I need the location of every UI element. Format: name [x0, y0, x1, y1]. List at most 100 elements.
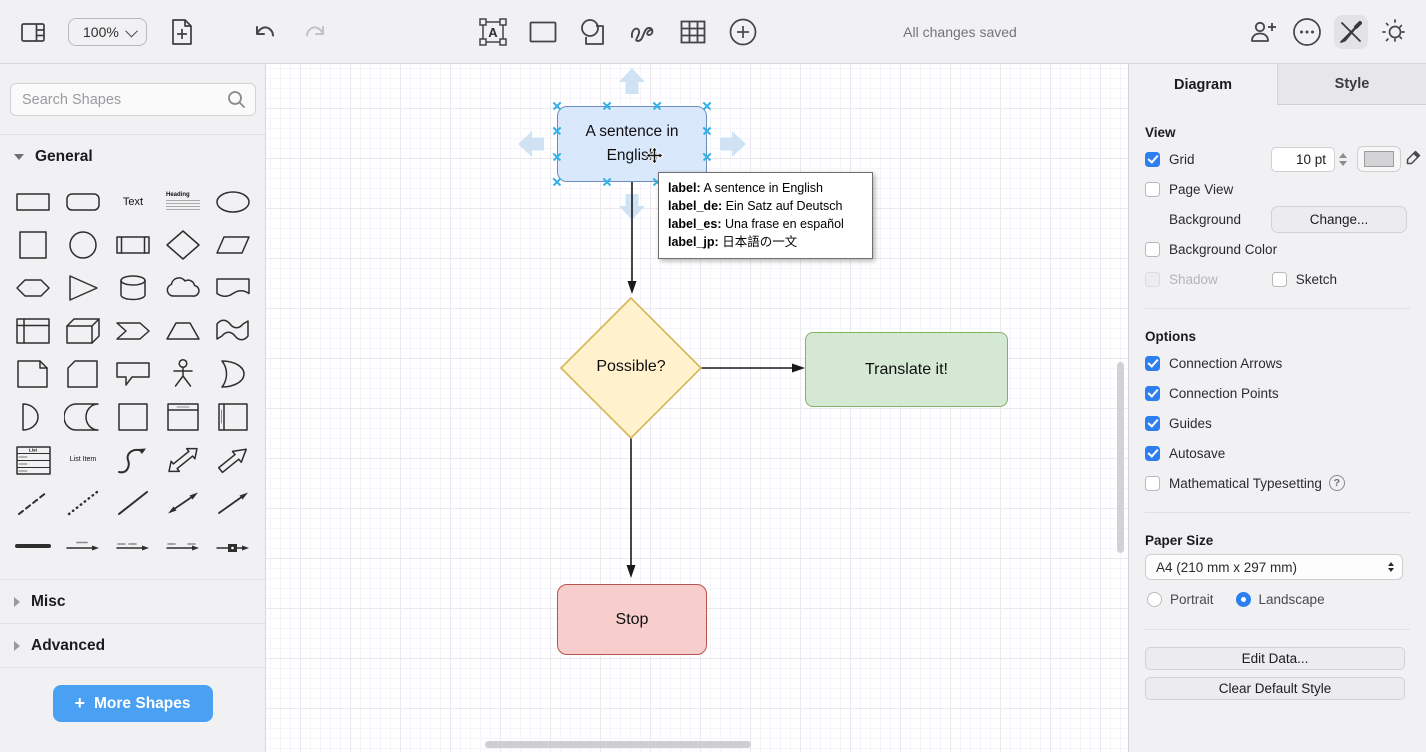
connection-point[interactable]	[552, 177, 562, 187]
shape-cloud[interactable]	[158, 266, 208, 309]
freehand-tool-icon[interactable]	[626, 15, 660, 49]
table-tool-icon[interactable]	[676, 15, 710, 49]
shape-link[interactable]	[8, 524, 58, 567]
connection-points-checkbox[interactable]	[1145, 385, 1160, 401]
autosave-checkbox[interactable]	[1145, 445, 1160, 461]
shape-process[interactable]	[108, 223, 158, 266]
shape-actor[interactable]	[158, 352, 208, 395]
shape-circle[interactable]	[58, 223, 108, 266]
shape-label-arrow[interactable]	[58, 524, 108, 567]
node-start[interactable]: A sentence in English	[557, 106, 707, 182]
clear-default-style-button[interactable]: Clear Default Style	[1145, 677, 1405, 700]
shape-note[interactable]	[8, 352, 58, 395]
shape-textbox[interactable]: Heading	[158, 180, 208, 223]
connection-arrows-checkbox[interactable]	[1145, 355, 1160, 371]
shape-double-label-arrow[interactable]	[158, 524, 208, 567]
shape-bidirectional-connector[interactable]	[158, 481, 208, 524]
rectangle-tool-icon[interactable]	[526, 15, 560, 49]
zoom-dropdown[interactable]: 100%	[68, 18, 147, 46]
vertical-scrollbar[interactable]	[1117, 362, 1124, 553]
insert-plus-icon[interactable]	[726, 15, 760, 49]
shape-parallelogram[interactable]	[208, 223, 258, 266]
section-advanced[interactable]: Advanced	[0, 623, 265, 667]
shape-list-item[interactable]: List Item	[69, 456, 97, 463]
guides-checkbox[interactable]	[1145, 415, 1160, 431]
undo-button[interactable]	[248, 15, 282, 49]
shape-and[interactable]	[8, 395, 58, 438]
paper-size-select[interactable]: A4 (210 mm x 297 mm)	[1145, 554, 1403, 580]
math-typesetting-checkbox[interactable]	[1145, 475, 1160, 491]
connection-point[interactable]	[552, 126, 562, 136]
shape-diamond[interactable]	[158, 223, 208, 266]
shape-trapezoid[interactable]	[158, 309, 208, 352]
text-tool-icon[interactable]: A	[476, 15, 510, 49]
shape-list[interactable]: List	[8, 438, 58, 481]
shape-document[interactable]	[208, 266, 258, 309]
background-color-checkbox[interactable]	[1145, 241, 1160, 257]
connection-point[interactable]	[702, 126, 712, 136]
connection-point[interactable]	[702, 152, 712, 162]
horizontal-scrollbar[interactable]	[485, 741, 751, 748]
tab-style[interactable]: Style	[1277, 64, 1426, 105]
sidebar-toggle-icon[interactable]	[16, 15, 50, 49]
shape-dashed-label-arrow[interactable]	[108, 524, 158, 567]
shape-container-title[interactable]	[158, 395, 208, 438]
more-options-icon[interactable]	[1290, 15, 1324, 49]
shape-line[interactable]	[108, 481, 158, 524]
shape-step[interactable]	[108, 309, 158, 352]
shape-square[interactable]	[8, 223, 58, 266]
connection-point[interactable]	[552, 101, 562, 111]
shape-container-vertical[interactable]	[208, 395, 258, 438]
grid-size-stepper[interactable]	[1339, 152, 1347, 166]
shape-card[interactable]	[58, 352, 108, 395]
connection-point[interactable]	[602, 101, 612, 111]
shape-arrow[interactable]	[208, 438, 258, 481]
node-translate[interactable]: Translate it!	[805, 332, 1008, 407]
sketch-checkbox[interactable]	[1271, 271, 1287, 287]
shapes-tool-icon[interactable]	[576, 15, 610, 49]
connection-point[interactable]	[702, 101, 712, 111]
grid-color-button[interactable]	[1357, 146, 1401, 172]
portrait-radio[interactable]	[1147, 592, 1162, 607]
shape-callout[interactable]	[108, 352, 158, 395]
shape-dashed-line[interactable]	[8, 481, 58, 524]
shape-curve[interactable]	[108, 438, 158, 481]
diagram-canvas[interactable]: A sentence in English Possible? Translat…	[266, 64, 1128, 752]
eyedropper-icon[interactable]	[1405, 149, 1422, 169]
shape-container[interactable]	[108, 395, 158, 438]
grid-checkbox[interactable]	[1145, 151, 1160, 167]
background-change-button[interactable]: Change...	[1271, 205, 1407, 233]
shape-directional-connector[interactable]	[208, 481, 258, 524]
shape-text[interactable]: Text	[122, 195, 144, 208]
sketch-style-toggle[interactable]	[1334, 15, 1368, 49]
shape-triangle[interactable]	[58, 266, 108, 309]
shape-ellipse[interactable]	[208, 180, 258, 223]
shape-dotted-line[interactable]	[58, 481, 108, 524]
shape-cube[interactable]	[58, 309, 108, 352]
connection-point[interactable]	[602, 177, 612, 187]
tab-diagram[interactable]: Diagram	[1129, 64, 1277, 105]
shape-hexagon[interactable]	[8, 266, 58, 309]
shape-internal-storage[interactable]	[8, 309, 58, 352]
grid-size-input[interactable]: 10 pt	[1271, 146, 1335, 172]
connection-point[interactable]	[652, 101, 662, 111]
shape-tape[interactable]	[208, 309, 258, 352]
section-misc[interactable]: Misc	[0, 579, 265, 623]
node-stop[interactable]: Stop	[557, 584, 707, 655]
node-decision[interactable]	[560, 297, 702, 439]
shape-connector-symbol[interactable]	[208, 524, 258, 567]
theme-icon[interactable]	[1378, 15, 1412, 49]
page-view-checkbox[interactable]	[1145, 181, 1160, 197]
search-input[interactable]	[10, 83, 256, 116]
shape-rounded-rectangle[interactable]	[58, 180, 108, 223]
shape-or[interactable]	[208, 352, 258, 395]
shape-cylinder[interactable]	[108, 266, 158, 309]
shape-data-storage[interactable]	[58, 395, 108, 438]
shape-rectangle[interactable]	[8, 180, 58, 223]
share-icon[interactable]	[1246, 15, 1280, 49]
connection-point[interactable]	[552, 152, 562, 162]
redo-button[interactable]	[298, 15, 332, 49]
more-shapes-button[interactable]: More Shapes	[52, 685, 213, 722]
section-general[interactable]: General	[0, 134, 265, 178]
edit-data-button[interactable]: Edit Data...	[1145, 647, 1405, 670]
